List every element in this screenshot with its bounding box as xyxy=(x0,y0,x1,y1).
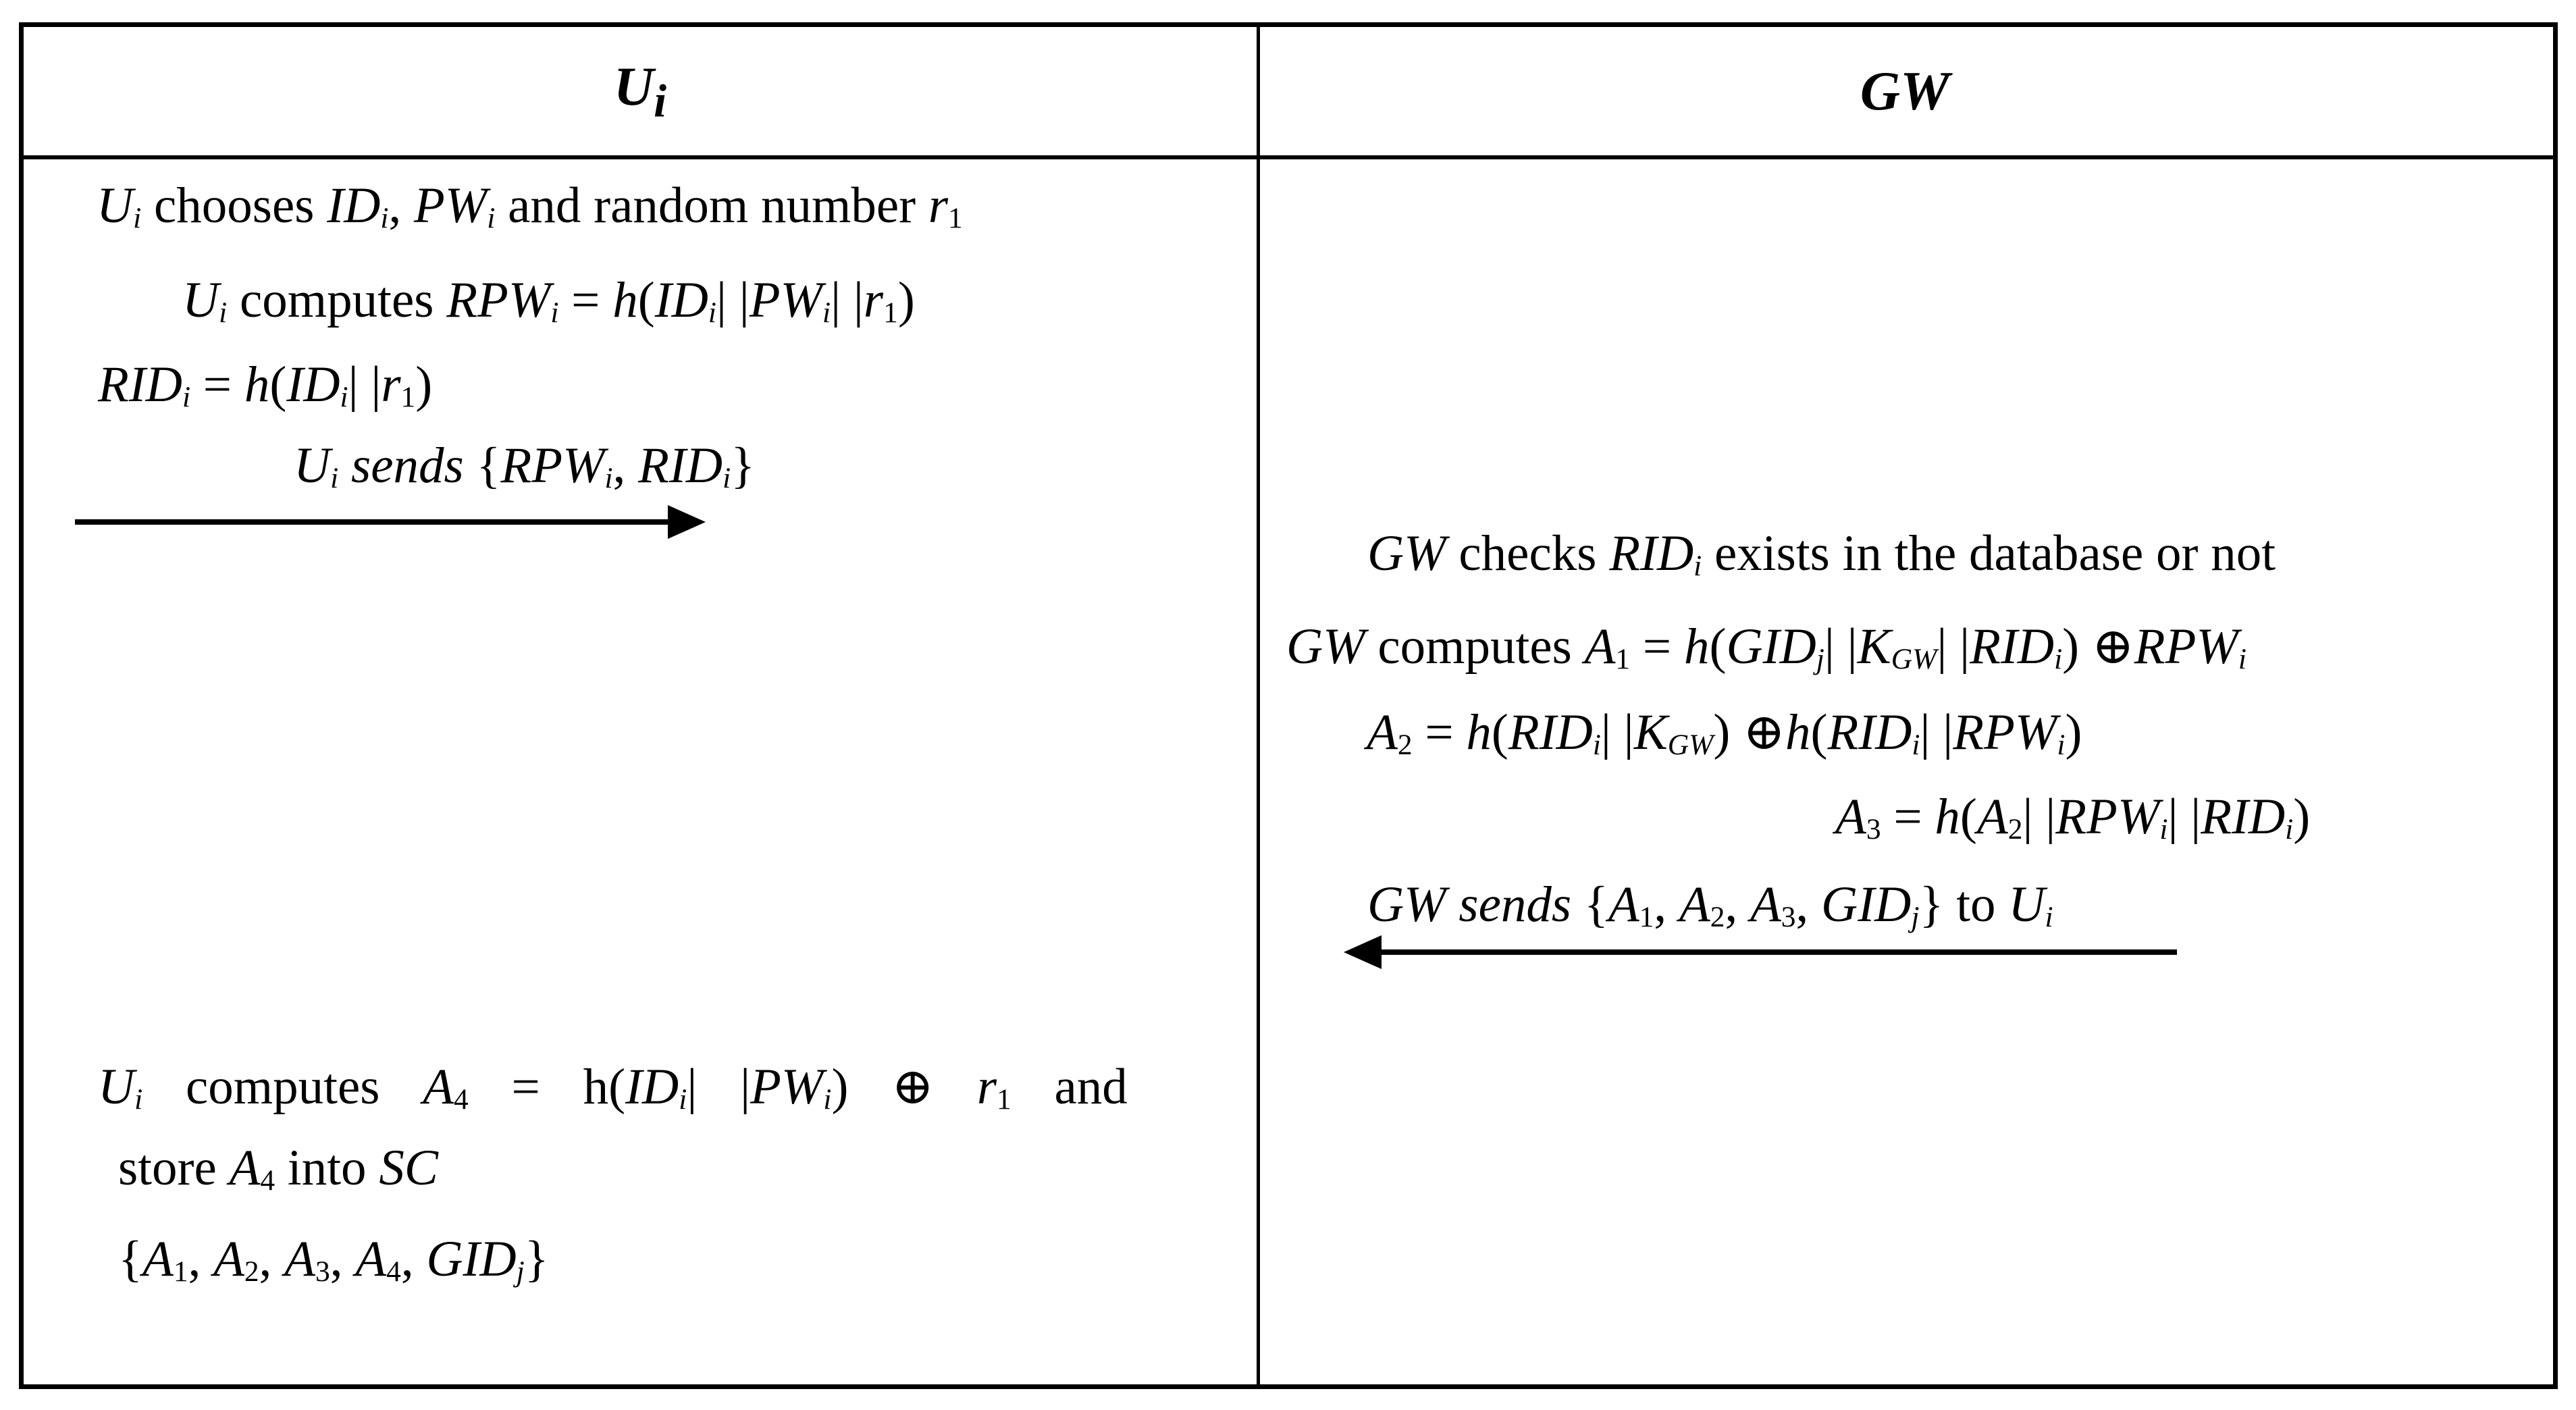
header-cell-gateway: GW xyxy=(1260,27,2550,155)
gateway-step-compute-a3: A3 = h(A2| |RPWi| |RIDi) xyxy=(1835,789,2311,845)
user-step-send-message: Ui sends {RPWi, RIDi} xyxy=(294,438,756,494)
user-entity-label: Ui xyxy=(613,55,667,127)
smartcard-contents: {A1, A2, A3, A4, GIDj} xyxy=(118,1231,549,1288)
gateway-step-send-message: GW sends {A1, A2, A3, GIDj} to Ui xyxy=(1367,877,2053,933)
table-header-row: Ui GW xyxy=(24,27,2553,159)
user-step-compute-rpw: Ui computes RPWi = h(IDi| |PWi| |r1) xyxy=(182,272,915,329)
gateway-to-user-arrow xyxy=(1380,949,2177,955)
header-cell-user: Ui xyxy=(24,27,1260,155)
protocol-table: Ui GW Ui chooses IDi, PWi and random num… xyxy=(19,22,2558,1389)
column-user: Ui chooses IDi, PWi and random number r1… xyxy=(24,159,1260,1384)
user-to-gateway-arrow xyxy=(75,519,669,525)
user-step-store-smartcard: store A4 into SC xyxy=(118,1140,438,1197)
user-step-choose: Ui chooses IDi, PWi and random number r1 xyxy=(97,178,963,234)
table-body-row: Ui chooses IDi, PWi and random number r1… xyxy=(24,159,2553,1384)
gateway-step-compute-a1: GW computes A1 = h(GIDj| |KGW| |RIDi) ⊕R… xyxy=(1286,619,2246,675)
gateway-step-compute-a2: A2 = h(RIDi| |KGW) ⊕h(RIDi| |RPWi) xyxy=(1367,704,2082,761)
user-step-compute-rid: RIDi = h(IDi| |r1) xyxy=(98,357,433,413)
column-gateway: GW checks RIDi exists in the database or… xyxy=(1260,159,2550,1384)
user-step-compute-a4: Ui computes A4 = h(IDi| |PWi) ⊕ r1 and xyxy=(98,1059,1128,1116)
gateway-step-check-rid: GW checks RIDi exists in the database or… xyxy=(1367,525,2276,582)
gateway-entity-label: GW xyxy=(1860,60,1950,122)
